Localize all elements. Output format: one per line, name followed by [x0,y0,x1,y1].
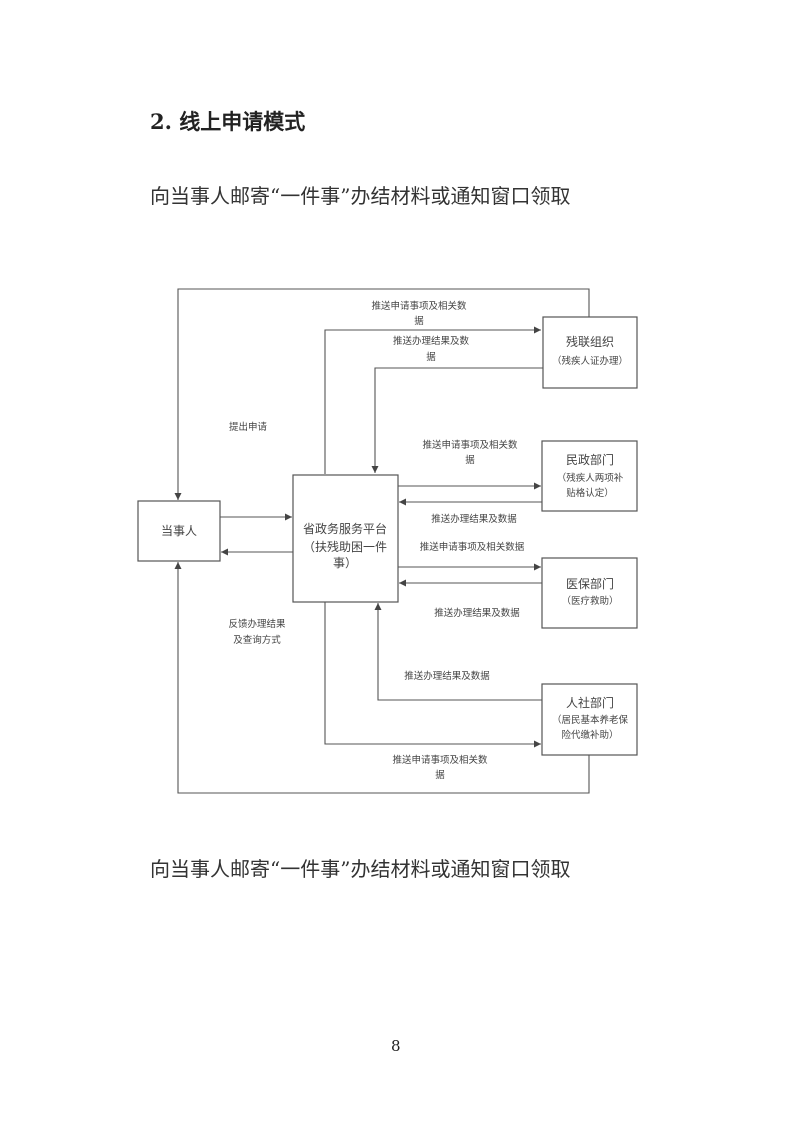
edge-disabledfed-to-party [174,288,590,500]
node-subtitle: （居民基本养老保 [552,714,629,726]
node-subtitle: （扶残助困一件 [303,539,387,554]
edge-label: 推送办理结果及数据 [404,670,490,682]
node-title: 人社部门 [566,695,614,710]
node-subtitle: 贴格认定） [566,487,614,499]
edge-label: 据 [426,351,436,363]
node-title: 民政部门 [566,452,614,467]
node-platform: 省政务服务平台 （扶残助困一件 事） [292,474,399,603]
node-subtitle: （残疾人证办理） [552,355,628,367]
paragraph-top: 向当事人邮寄“一件事”办结材料或通知窗口领取 [150,184,571,208]
node-party: 当事人 [137,500,221,562]
node-title: 残联组织 [566,335,614,349]
edge-hrsocial-to-platform [374,603,542,701]
edge-label: 提出申请 [229,421,268,433]
edge-label: 推送申请事项及相关数 [392,754,488,766]
edge-label: 推送申请事项及相关数据 [420,541,525,553]
edge-disabledfed-to-platform [371,367,543,473]
edge-label: 据 [465,454,475,466]
paragraph-bottom: 向当事人邮寄“一件事”办结材料或通知窗口领取 [150,857,571,881]
node-title: 医保部门 [566,576,614,591]
node-disabled-federation: 残联组织 （残疾人证办理） [542,316,638,389]
page-number: 8 [391,1037,401,1055]
section-heading: 2. 线上申请模式 [150,109,306,134]
edge-labels: 推送申请事项及相关数 据 推送办理结果及数 据 提出申请 推送申请事项及相关数 … [228,300,524,781]
node-title: 省政务服务平台 [303,521,387,536]
edge-label: 推送办理结果及数 [393,335,470,347]
edge-label: 据 [414,315,424,327]
edge-label: 及查询方式 [233,634,281,646]
edge-label: 推送办理结果及数据 [434,607,520,619]
node-subtitle: （残疾人两项补 [557,472,624,484]
edge-label: 推送办理结果及数据 [431,513,517,525]
node-medical-insurance: 医保部门 （医疗救助） [541,557,638,629]
edge-hrsocial-to-party [174,562,590,794]
node-subtitle: （医疗救助） [561,595,618,607]
node-subtitle: 事） [333,556,357,570]
edge-label: 推送申请事项及相关数 [422,439,518,451]
edge-platform-to-hrsocial [324,602,541,748]
edge-label: 据 [435,769,445,781]
node-subtitle: 险代缴补助） [561,729,618,741]
node-civil-affairs: 民政部门 （残疾人两项补 贴格认定） [541,440,638,512]
node-title: 当事人 [161,524,197,538]
edge-platform-to-disabledfed [324,326,541,474]
edge-label: 推送申请事项及相关数 [371,300,467,312]
node-hr-social: 人社部门 （居民基本养老保 险代缴补助） [541,683,638,756]
edge-label: 反馈办理结果 [228,618,286,630]
